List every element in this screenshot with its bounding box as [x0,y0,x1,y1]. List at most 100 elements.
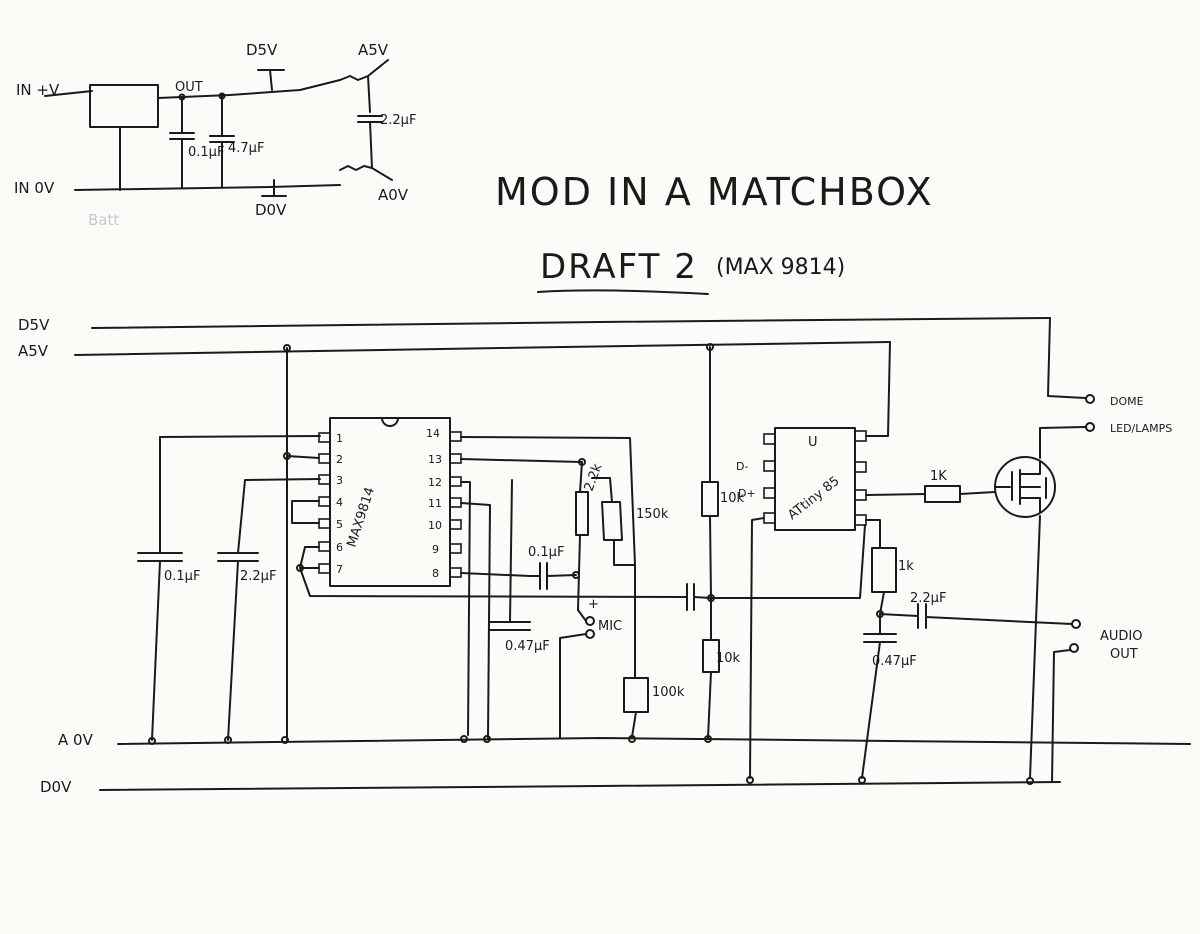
max-pin-4: 4 [336,496,343,509]
resistor-1k-gate-label: 1K [930,469,947,484]
mic-terminal [585,616,595,626]
page-subtitle-note: (MAX 9814) [716,255,845,280]
mic-terminal [585,629,595,639]
max9814-right-pins [449,431,462,578]
led-label: LED/LAMPS [1110,422,1172,435]
resistor-10k-bot-label: 10k [716,651,741,666]
psu-ground-wire [74,184,341,191]
output-stage: 1K 1k 2.2µF 0.47µF DOME LED/LAMPS AUDIO … [858,317,1172,785]
dome-label: DOME [1110,395,1144,408]
junction [283,452,291,460]
max-pin-12: 12 [428,476,442,489]
subtitle-underline [537,289,709,295]
audio-label-2: OUT [1110,647,1138,662]
attiny-d-plus: D+ [738,487,756,500]
wire-attiny-audio [865,519,881,549]
resistor-100k-label: 100k [652,685,685,700]
max9814-notch [381,417,399,427]
max-pin-5: 5 [336,518,343,531]
rail-d5v [91,317,1051,329]
psu-in-pos-wire [44,90,93,97]
page-subtitle: DRAFT 2 [540,247,698,287]
junction [746,776,754,784]
wire-pin6-7 [299,546,681,598]
audio-terminal [1071,619,1081,629]
psu-in-neg-label: IN 0V [14,179,55,197]
mic-label: MIC [598,619,622,634]
attiny-d-minus: D- [736,460,748,473]
mosfet-symbol [994,461,1047,513]
rail-a0v-label: A 0V [58,731,94,749]
psu-d0v-tap [261,179,287,197]
resistor-150k-label: 150k [636,507,669,522]
psu-d5v-label: D5V [246,41,278,59]
psu-cap-22 [357,115,383,169]
psu-faint-note: Batt [88,211,119,229]
audio-label: AUDIO [1100,629,1143,644]
junction [858,776,866,784]
max-pin-2: 2 [336,453,343,466]
junction [460,735,468,743]
cap-047-mid-label: 0.47µF [505,639,550,654]
max-pin-8: 8 [432,567,439,580]
cap-22-out-label: 2.2µF [910,591,946,606]
junction [296,564,304,572]
wire-pin13 [460,458,583,463]
max-pin-13: 13 [428,453,442,466]
psu-cap-01-label: 0.1µF [188,145,224,160]
rail-d0v [99,781,1061,791]
max-pin-10: 10 [428,519,442,532]
resistor-10k-top-label: 10k [720,491,745,506]
wire-attiny-pwm [865,493,926,496]
cap-047-mid [489,479,531,631]
wire-pin12-gnd [460,481,471,736]
rail-d5v-label: D5V [18,316,50,334]
psu-regulator [89,84,159,128]
cap-22-left-label: 2.2µF [240,569,276,584]
wire-mosfet-source [1029,515,1041,779]
audio-terminal [1069,643,1079,653]
wire-to-attiny-pin [710,524,866,599]
junction [281,736,289,744]
wire-audio-gnd [1051,649,1071,783]
attiny-body [774,427,856,531]
cap-22-left [217,478,321,741]
psu-out-label: OUT [175,80,203,95]
cap-01-mid-label: 0.1µF [528,545,564,560]
psu-in-pos-label: IN +V [16,81,60,99]
psu-a0v-inductor [339,165,393,181]
left-caps: 0.1µF 2.2µF [137,435,321,745]
psu-cap-01 [169,96,195,189]
rail-a5v [74,341,891,356]
resistor-150k [591,477,636,566]
rail-d0v-label: D0V [40,778,72,796]
cap-047-out [861,613,897,779]
psu-cap-22-label: 2.2µF [380,113,416,128]
max-pin-3: 3 [336,474,343,487]
junction [148,737,156,745]
junction [1026,777,1034,785]
dome-terminal [1085,394,1095,404]
max-pin-1: 1 [336,432,343,445]
cap-01-left [137,435,321,741]
psu-a0v-label: A0V [378,186,409,204]
max-pin-11: 11 [428,497,442,510]
psu-d5v-tap [257,69,285,91]
junction [628,735,636,743]
cap-01-mid [529,562,577,590]
rails: D5V A5V A 0V D0V [18,316,1191,796]
junction [704,735,712,743]
wire-attiny-vcc [865,341,891,437]
resistor-1k-gate [924,485,996,503]
resistor-1k-out [871,547,897,615]
wire-attiny-gnd [749,517,765,779]
junction [283,344,291,352]
junction [483,735,491,743]
psu-cap-47 [209,95,235,188]
psu-schematic: IN +V IN 0V OUT 0.1µF 4.7µF D5V A5V 2.2µ… [14,41,416,229]
psu-a5v-label: A5V [358,41,389,59]
max-pin-7: 7 [336,563,343,576]
max9814-label: MAX9814 [345,486,378,550]
attiny-label: ATtiny 85 [785,474,842,523]
wire-dome [1047,317,1086,399]
